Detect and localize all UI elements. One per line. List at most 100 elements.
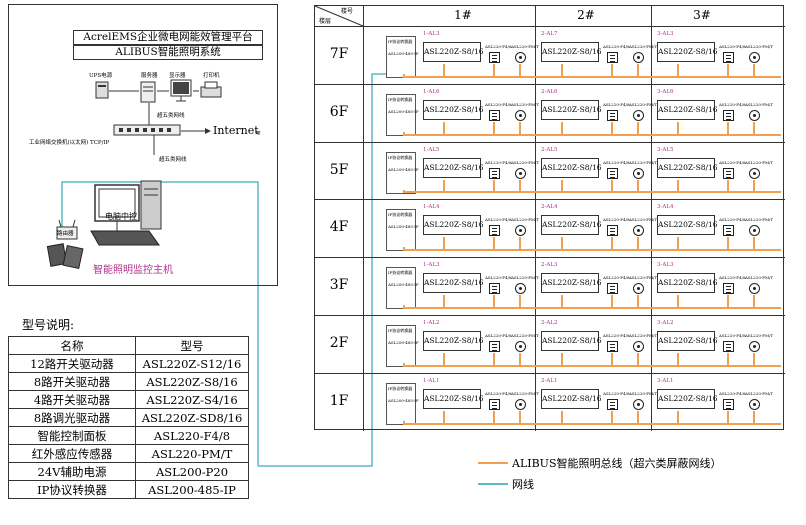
bus-drop xyxy=(403,189,405,192)
bus-link xyxy=(753,410,755,423)
bus-drop xyxy=(403,74,405,76)
panel-tag: ASL220-F4/8 xyxy=(485,333,512,338)
bus-line xyxy=(403,422,781,425)
pir-sensor-icon xyxy=(633,167,644,179)
bus-link xyxy=(493,121,495,134)
converter-title: IP协议转换器 xyxy=(388,212,413,218)
sensor-tag: ASL220-PM/T xyxy=(629,275,658,281)
bus-link xyxy=(443,295,445,307)
lighting-system-title: ALIBUS智能照明系统 xyxy=(73,45,263,60)
pir-sensor-icon xyxy=(515,167,526,179)
grid-row-line xyxy=(315,83,785,85)
control-panel-icon xyxy=(489,52,500,63)
control-panel-icon xyxy=(607,398,618,410)
bus-link xyxy=(753,295,755,307)
panel-tag: ASL220-F4/8 xyxy=(603,101,630,107)
control-panel-icon xyxy=(607,225,618,237)
floor-label: 4F xyxy=(329,219,349,236)
grid-row-line xyxy=(315,199,785,201)
bus-line xyxy=(403,75,781,78)
router-label: 路由器 xyxy=(57,231,74,237)
pir-sensor-icon xyxy=(749,167,760,179)
sensor-tag: ASL220-PM/T xyxy=(511,159,540,165)
sensor-tag: ASL220-PM/T xyxy=(511,275,540,281)
sensor-tag: ASL220-PM/T xyxy=(745,333,774,338)
grid-row-line xyxy=(315,141,785,143)
grid-header-line xyxy=(315,26,785,27)
driver-tag: 3-AL3 xyxy=(657,262,674,269)
converter-title: IP协议转换器 xyxy=(388,154,413,160)
sensor-tag: ASL220-PM/T xyxy=(745,275,774,281)
converter-title: IP协议转换器 xyxy=(388,39,413,44)
floor-label: 6F xyxy=(329,103,349,120)
driver-module: ASL220Z-S8/16 xyxy=(657,331,718,351)
floor-label: 1F xyxy=(329,392,349,409)
control-panel-icon xyxy=(489,225,500,237)
bus-link xyxy=(493,179,495,192)
bus-link xyxy=(561,64,563,76)
bus-link xyxy=(637,64,639,76)
panel-tag: ASL220-F4/8 xyxy=(719,101,746,107)
bus-link xyxy=(727,295,729,307)
pir-sensor-icon xyxy=(749,52,760,63)
control-panel-icon xyxy=(723,167,734,179)
sensor-tag: ASL220-PM/T xyxy=(745,44,774,49)
printer-icon xyxy=(200,81,222,98)
bus-link xyxy=(443,353,445,365)
control-panel-icon xyxy=(723,52,734,63)
bus-link xyxy=(611,295,613,307)
pir-sensor-icon xyxy=(515,283,526,295)
network-switch-icon xyxy=(113,124,181,136)
pir-sensor-icon xyxy=(633,398,644,410)
bus-link xyxy=(753,179,755,192)
pir-sensor-icon xyxy=(633,109,644,121)
super5-top-label: 超五类网线 xyxy=(157,113,185,119)
pir-sensor-icon xyxy=(749,341,760,352)
row-model: ASL200-485-IP xyxy=(135,480,249,499)
router-icon xyxy=(56,219,78,240)
bus-link xyxy=(443,179,445,192)
control-panel-icon xyxy=(723,398,734,410)
bus-link xyxy=(519,295,521,307)
row-name: 智能控制面板 xyxy=(8,426,136,445)
bus-link xyxy=(753,64,755,76)
host-label: 智能照明监控主机 xyxy=(93,265,173,276)
control-panel-icon xyxy=(607,52,618,63)
pir-sensor-icon xyxy=(633,52,644,63)
sensor-tag: ASL220-PM/T xyxy=(511,44,540,49)
pir-sensor-icon xyxy=(749,109,760,121)
driver-module: ASL220Z-S8/16 xyxy=(657,273,718,294)
bus-link xyxy=(561,179,563,192)
pir-sensor-icon xyxy=(515,341,526,352)
driver-module: ASL220Z-S8/16 xyxy=(657,215,718,236)
panel-tag: ASL220-F4/8 xyxy=(719,275,746,281)
panel-tag: ASL220-F4/8 xyxy=(719,333,746,338)
pir-sensor-icon xyxy=(633,283,644,295)
bus-link xyxy=(519,121,521,134)
panel-tag: ASL220-F4/8 xyxy=(485,101,512,107)
row-model: ASL200-P20 xyxy=(135,462,249,481)
super5-bottom-label: 超五类网线 xyxy=(159,157,187,163)
driver-tag: 1-AL4 xyxy=(423,204,440,211)
driver-tag: 3-AL3 xyxy=(657,31,674,37)
bus-link xyxy=(637,295,639,307)
driver-tag: 2-AL5 xyxy=(541,146,558,153)
bus-link xyxy=(727,179,729,192)
bus-link xyxy=(561,353,563,365)
driver-module: ASL220Z-S8/16 xyxy=(423,215,484,236)
row-name: 红外感应传感器 xyxy=(8,444,136,463)
panel-tag: ASL220-F4/8 xyxy=(485,390,512,396)
model-table-title: 型号说明: xyxy=(22,318,75,332)
panel-tag: ASL220-F4/8 xyxy=(719,390,746,396)
pir-sensor-icon xyxy=(749,398,760,410)
driver-tag: 1-AL2 xyxy=(423,320,440,326)
bus-drop xyxy=(403,247,405,250)
bus-link xyxy=(519,179,521,192)
driver-module: ASL220Z-S8/16 xyxy=(541,42,602,62)
server-label: 服务器 xyxy=(141,73,158,79)
bus-legend-line xyxy=(478,462,508,464)
control-panel-icon xyxy=(489,167,500,179)
